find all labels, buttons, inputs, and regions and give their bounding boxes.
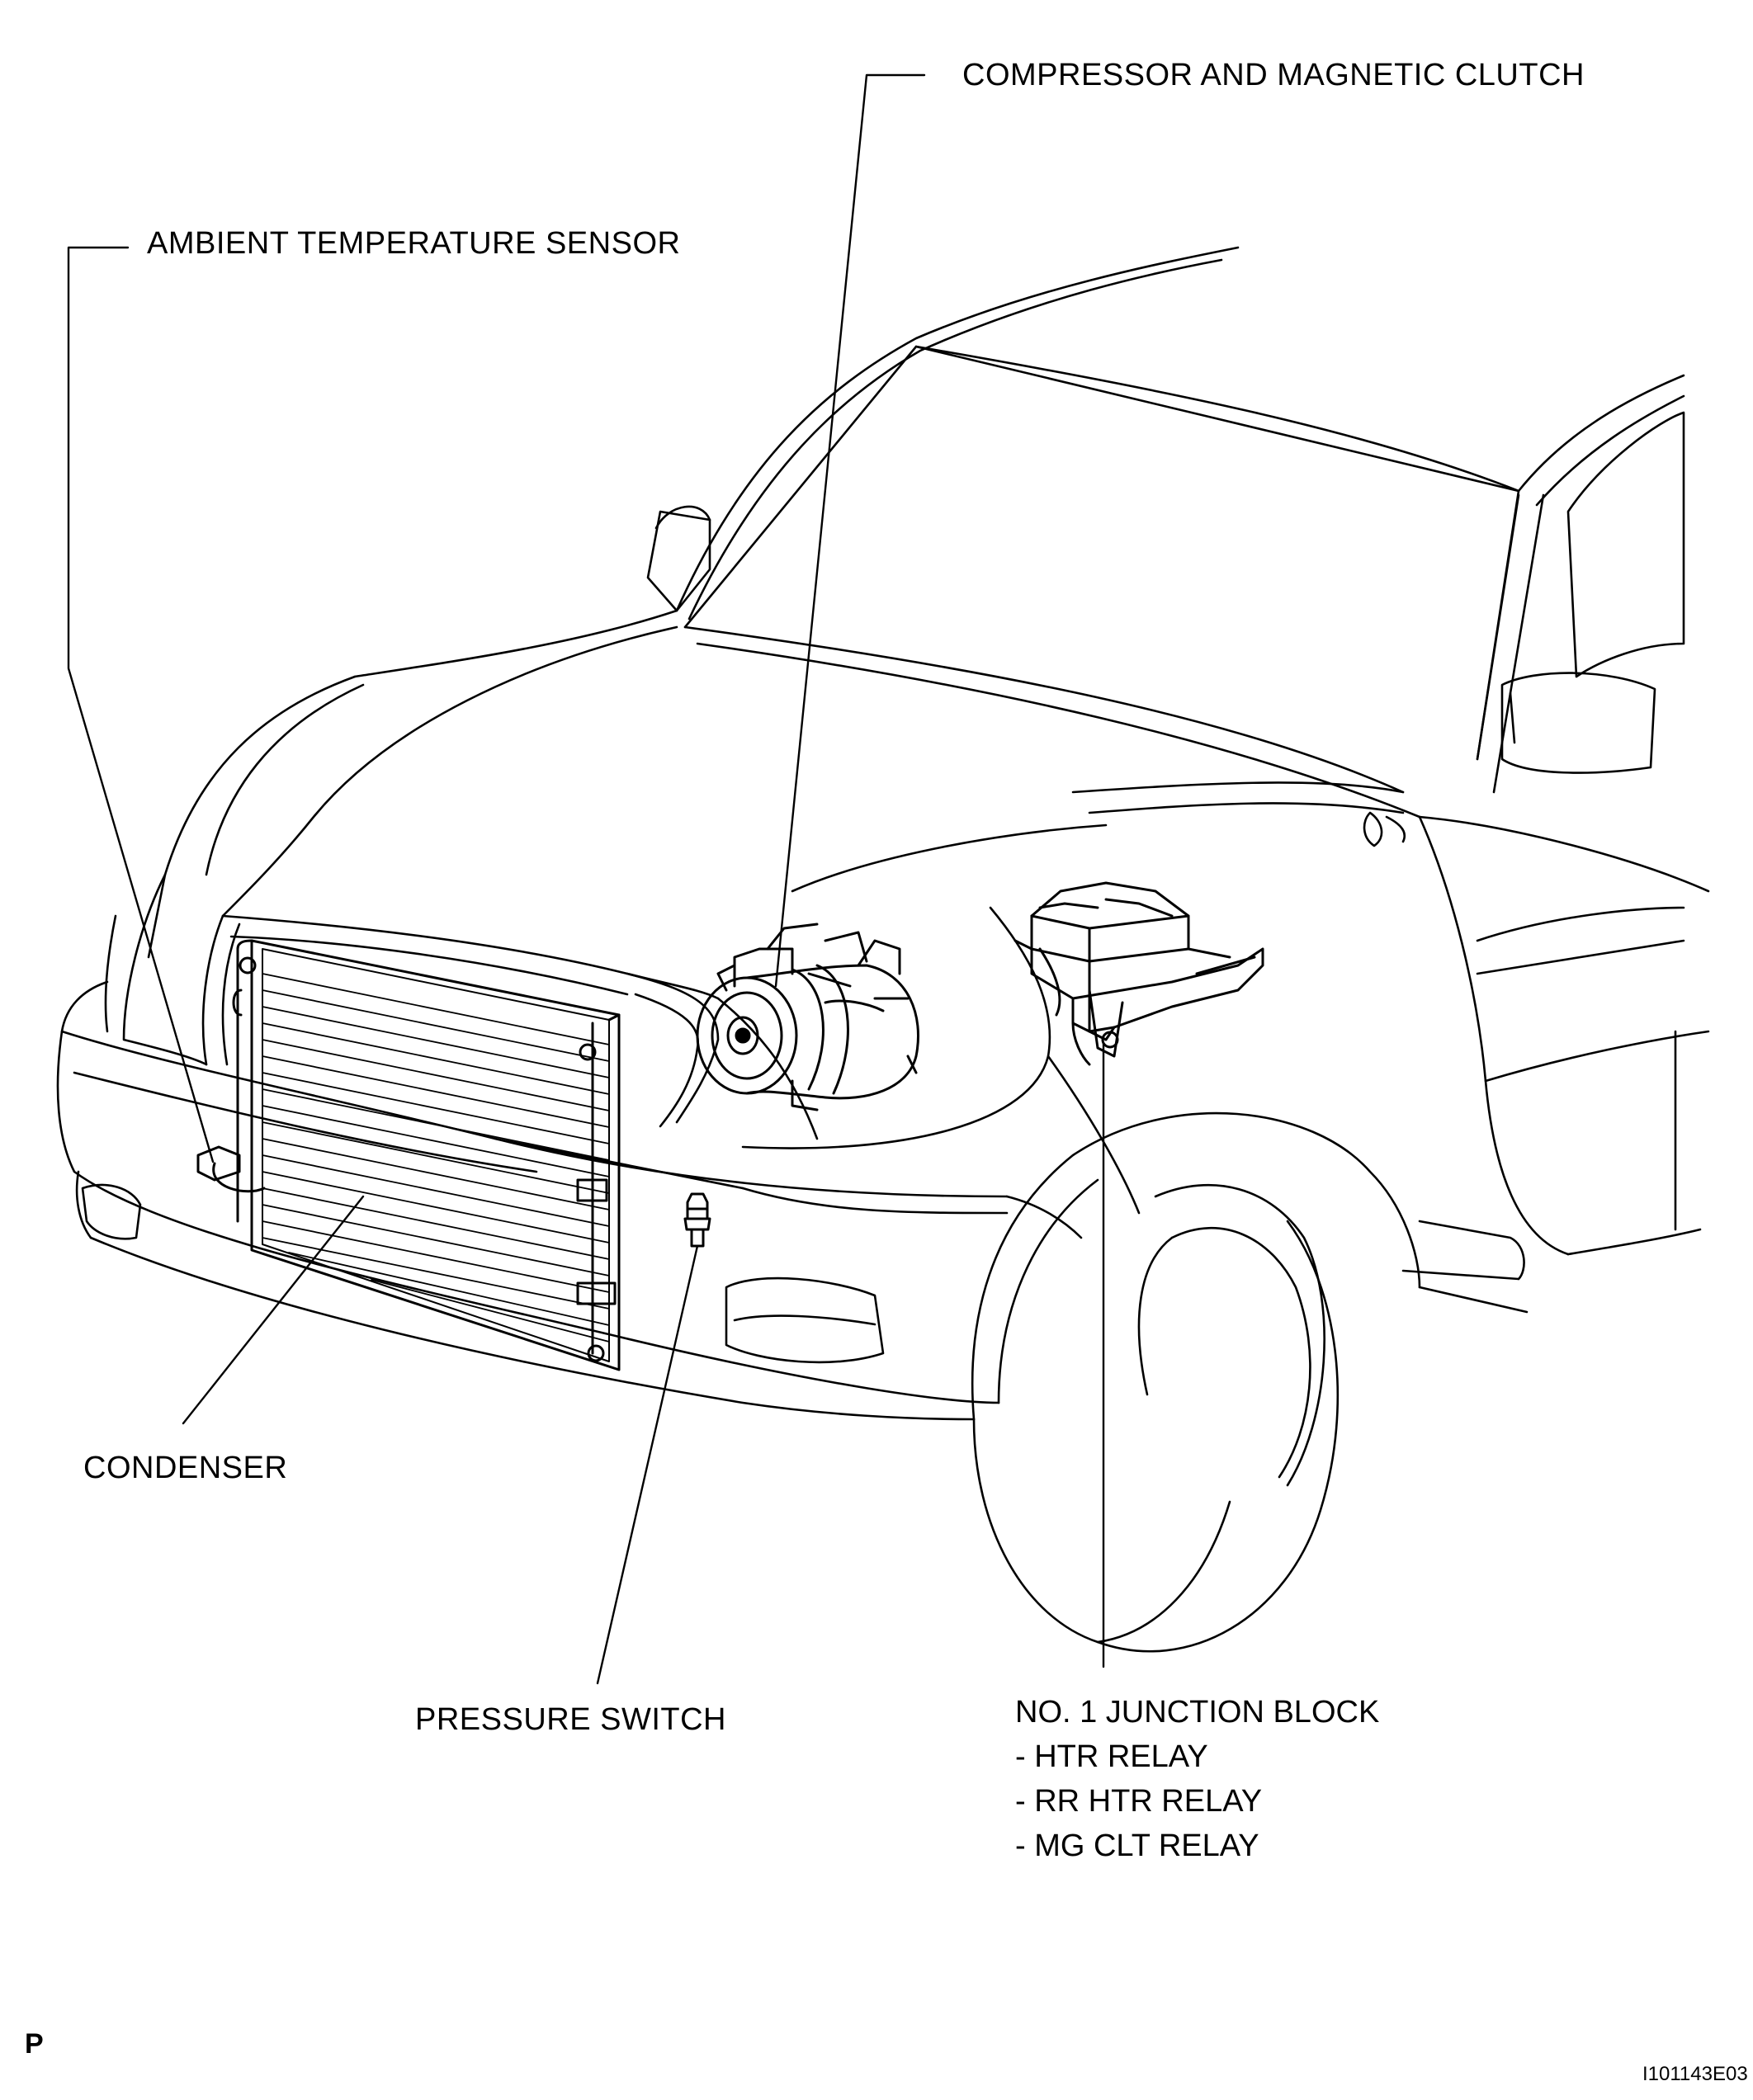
compressor — [696, 923, 919, 1111]
label-compressor: COMPRESSOR AND MAGNETIC CLUTCH — [962, 58, 1585, 92]
junction-block-item-htr-relay: - HTR RELAY — [1015, 1739, 1208, 1774]
label-ambient-temperature-sensor: AMBIENT TEMPERATURE SENSOR — [147, 226, 681, 261]
junction-block-title: NO. 1 JUNCTION BLOCK — [1015, 1695, 1380, 1730]
label-condenser: CONDENSER — [83, 1451, 288, 1485]
condenser — [196, 939, 621, 1371]
figure-code: I101143E03 — [1642, 2063, 1748, 2085]
vehicle-outline — [56, 246, 1710, 1653]
corner-mark: P — [25, 2028, 44, 2060]
junction-block-item-rr-htr-relay: - RR HTR RELAY — [1015, 1784, 1263, 1819]
leader-lines — [67, 73, 1105, 1685]
junction-block-item-mg-clt-relay: - MG CLT RELAY — [1015, 1829, 1259, 1863]
junction-block — [1014, 881, 1264, 1066]
label-pressure-switch: PRESSURE SWITCH — [415, 1702, 726, 1737]
pressure-switch — [683, 1192, 711, 1248]
label-junction-block: NO. 1 JUNCTION BLOCK - HTR RELAY - RR HT… — [1015, 1690, 1379, 1868]
